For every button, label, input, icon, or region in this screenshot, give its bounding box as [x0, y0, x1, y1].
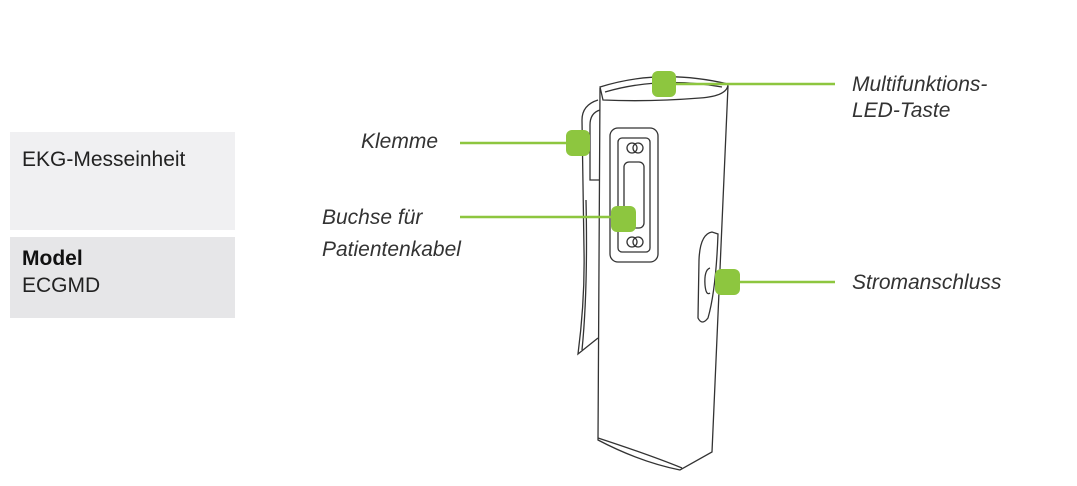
- model-value: ECGMD: [22, 274, 101, 297]
- callout-clip-label: Klemme: [361, 130, 439, 153]
- callout-led-line1: Multifunktions-: [852, 73, 988, 96]
- clip-outline: [577, 99, 599, 356]
- led-marker: [652, 71, 676, 97]
- callout-markers: [460, 71, 835, 295]
- model-label: Model: [22, 247, 83, 270]
- callout-cable-socket: Buchse für Patientenkabel: [322, 205, 461, 263]
- callout-power-port: Stromanschluss: [852, 270, 1001, 296]
- model-panel: Model ECGMD: [10, 237, 235, 318]
- callout-socket-line1: Buchse für: [322, 206, 423, 229]
- callout-socket-line2: Patientenkabel: [322, 238, 461, 261]
- device-name: EKG-Messeinheit: [22, 148, 186, 171]
- power-marker: [715, 269, 740, 295]
- power-port-outline: [697, 231, 719, 323]
- device-name-panel: EKG-Messeinheit: [10, 132, 235, 230]
- socket-outer: [609, 127, 659, 263]
- callout-led-line2: LED-Taste: [852, 99, 951, 122]
- socket-marker: [611, 206, 636, 232]
- clip-marker: [566, 130, 590, 156]
- callout-led-button: Multifunktions- LED-Taste: [852, 72, 987, 124]
- callout-clip: Klemme: [361, 129, 438, 155]
- callout-power-label: Stromanschluss: [852, 271, 1002, 294]
- device-outline: [577, 76, 729, 471]
